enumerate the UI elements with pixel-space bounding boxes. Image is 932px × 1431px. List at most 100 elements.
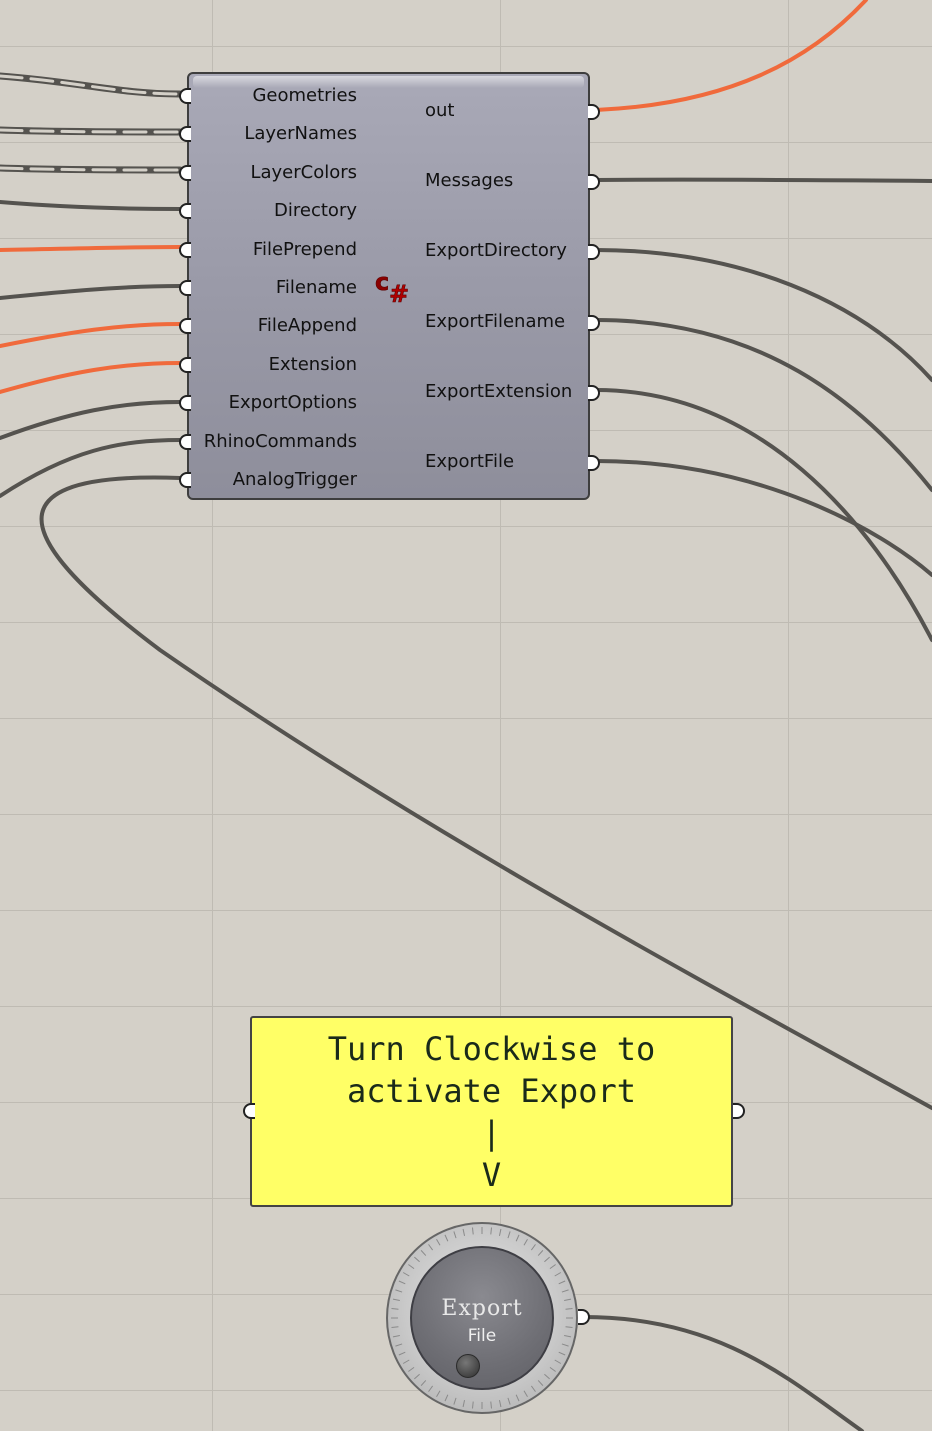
input-label: FilePrepend [252,238,357,260]
dial-tick [436,1238,441,1246]
output-grip[interactable] [588,104,600,120]
dial-tick [420,1250,427,1256]
wire-exportdirectory [594,248,932,382]
dial-tick [515,1394,520,1402]
panel-output-grip[interactable] [733,1103,745,1119]
input-grip[interactable] [179,395,191,412]
export-dial[interactable]: Export File [386,1222,578,1414]
dial-tick [564,1334,572,1338]
input-label: Filename [275,277,357,298]
dial-tick [428,1385,434,1392]
dial-tick [471,1227,474,1235]
wire-dial-out [582,1315,864,1431]
output-label: Messages [425,170,514,192]
dial-tick [408,1264,415,1270]
dial-tick [544,1373,550,1380]
dial-tick [428,1244,434,1251]
dial-title: Export [441,1296,523,1321]
dial-tick [462,1400,466,1408]
dial-subtitle: File [467,1326,497,1346]
wire-analogtrigger [39,475,932,1110]
output-label: ExportDirectory [425,240,567,262]
dial-tick [391,1307,399,1310]
input-label: Geometries [252,85,357,106]
output-label: ExportExtension [425,380,573,402]
input-grip[interactable] [179,88,191,104]
dial-tick [565,1307,573,1310]
dial-tick [453,1397,457,1405]
output-label: ExportFile [425,451,515,472]
dial-tick [523,1238,528,1246]
dial-tick [498,1400,502,1408]
input-grip[interactable] [179,203,191,220]
dial-tick [507,1397,511,1405]
input-grip[interactable] [179,472,191,488]
svg-text:#: # [389,280,409,308]
wire-geometries [0,72,184,98]
dial-tick [462,1228,466,1236]
output-grip[interactable] [588,314,600,331]
wire-fileprepend [0,245,182,252]
dial-tick [561,1343,569,1347]
input-label: LayerNames [244,123,357,145]
input-grip[interactable] [179,126,191,143]
input-label: ExportOptions [228,392,357,414]
panel-line: Turn Clockwise to [327,1030,656,1068]
panel-input-grip[interactable] [243,1103,255,1119]
input-grip[interactable] [179,356,191,373]
output-grip[interactable] [588,244,600,261]
output-label: out [425,100,455,121]
dial-tick [391,1326,399,1329]
dial-tick [537,1380,544,1386]
dial-tick [444,1394,449,1402]
dial-tick [523,1390,528,1398]
input-label: AnalogTrigger [232,469,357,490]
wire-exportfilename [594,318,932,492]
wire-layercolors [0,164,184,174]
dial-tick [414,1373,420,1380]
dial-tick [537,1250,544,1256]
dial-tick [402,1272,410,1277]
dial-ticks [391,1227,573,1409]
input-label: RhinoCommands [203,430,357,452]
dial-face[interactable]: Export File [410,1246,554,1390]
dial-tick [554,1272,562,1277]
wire-filename [0,284,182,300]
dial-tick [549,1366,556,1372]
dial-tick [420,1380,427,1386]
output-grip[interactable] [588,455,600,471]
input-grip[interactable] [179,433,191,450]
wire-directory [0,200,182,211]
dial-tick [392,1334,400,1338]
dial-tick [565,1326,573,1329]
dial-tick [549,1264,556,1270]
csharp-icon: c # [375,268,410,308]
dial-tick [453,1231,457,1239]
input-grip[interactable] [179,280,191,296]
wire-exportoptions [0,400,182,440]
input-label: Directory [274,200,357,222]
dial-knob-indicator[interactable] [456,1354,480,1378]
input-grip[interactable] [179,318,191,335]
dial-tick [515,1234,520,1242]
input-grip[interactable] [179,241,191,258]
svg-text:c: c [375,268,389,296]
output-grip[interactable] [588,174,600,191]
input-grip[interactable] [179,164,191,181]
dial-tick [507,1231,511,1239]
dial-tick [395,1289,403,1293]
dial-tick [414,1256,420,1263]
dial-tick [498,1228,502,1236]
input-label: Extension [268,353,357,375]
output-grip[interactable] [588,384,600,401]
dial-tick [564,1298,572,1302]
dial-tick [561,1289,569,1293]
dial-tick [392,1298,400,1302]
panel-line: V [481,1156,502,1194]
dial-output-grip[interactable] [578,1309,590,1325]
wire-exportextension [594,388,932,642]
